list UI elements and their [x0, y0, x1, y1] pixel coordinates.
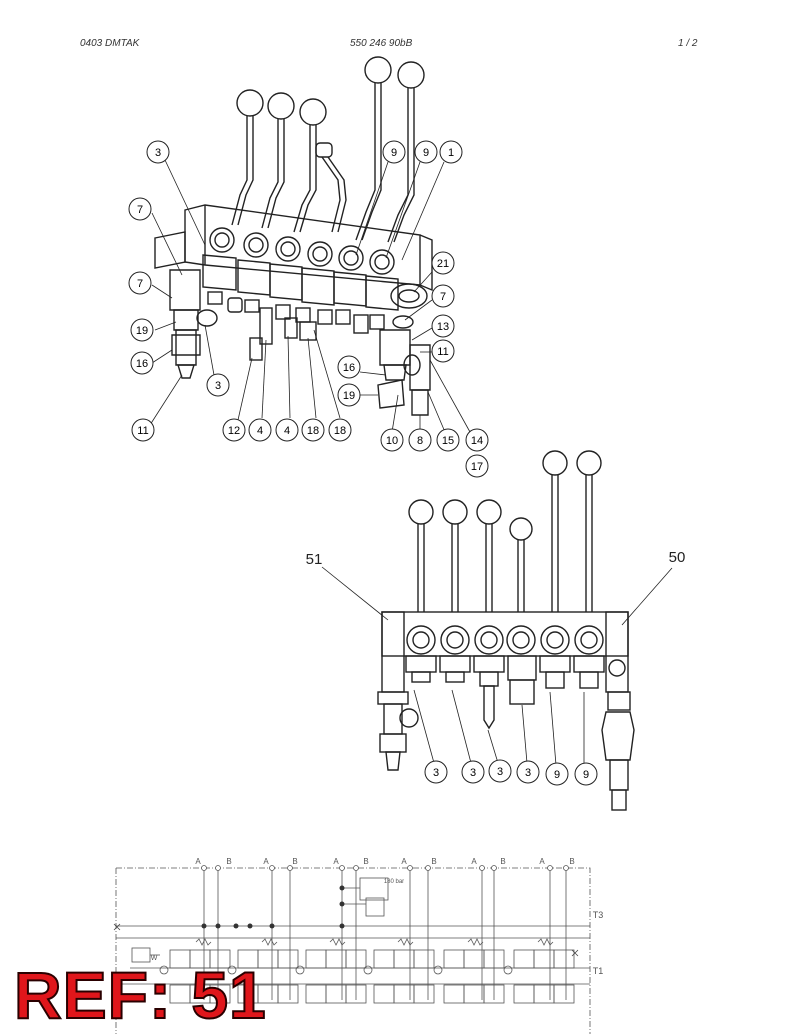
- balloon: 21: [431, 251, 455, 275]
- svg-text:9: 9: [583, 769, 589, 781]
- port-label: A: [263, 857, 269, 866]
- balloon: 9: [414, 140, 438, 164]
- svg-text:3: 3: [433, 767, 439, 779]
- port-label: B: [431, 857, 436, 866]
- balloon: 12: [222, 418, 246, 442]
- balloon: 14: [465, 428, 489, 452]
- top-valve-assembly: [154, 56, 433, 416]
- balloon: 7: [431, 284, 455, 308]
- svg-text:10: 10: [386, 435, 398, 447]
- schematic-junction-dots: [201, 885, 345, 929]
- svg-text:9: 9: [554, 769, 560, 781]
- balloon: 13: [431, 314, 455, 338]
- balloon: 4: [275, 418, 299, 442]
- svg-text:3: 3: [215, 380, 221, 392]
- balloon: 10: [380, 428, 404, 452]
- balloon: 9: [545, 762, 569, 786]
- balloon: 9: [574, 762, 598, 786]
- port-label: B: [226, 857, 231, 866]
- balloon: 16: [130, 351, 154, 375]
- balloon: 16: [337, 355, 361, 379]
- svg-text:19: 19: [136, 325, 148, 337]
- port-label: B: [569, 857, 574, 866]
- balloon: 3: [206, 373, 230, 397]
- port-label: A: [539, 857, 545, 866]
- balloon: 19: [337, 383, 361, 407]
- schematic-labels: A B A B A B A B A B A B 180 bar T3 T1 W: [151, 857, 604, 976]
- line-label-t3: T3: [593, 910, 604, 920]
- svg-text:14: 14: [471, 435, 483, 447]
- balloon: 11: [431, 339, 455, 363]
- svg-text:7: 7: [440, 291, 446, 303]
- svg-text:21: 21: [437, 258, 449, 270]
- svg-text:3: 3: [155, 147, 161, 159]
- balloon: 19: [130, 318, 154, 342]
- port-label: B: [292, 857, 297, 866]
- balloon: 18: [301, 418, 325, 442]
- svg-text:17: 17: [471, 461, 483, 473]
- top-balloons: 3 7 7 19 16 11 3 12 4 4 18 18 9 9 1 21 7…: [128, 140, 489, 478]
- svg-text:9: 9: [423, 147, 429, 159]
- port-label: A: [333, 857, 339, 866]
- balloon: 7: [128, 271, 152, 295]
- port-label: A: [401, 857, 407, 866]
- header-right: 1 / 2: [678, 38, 698, 49]
- svg-text:7: 7: [137, 204, 143, 216]
- svg-text:8: 8: [417, 435, 423, 447]
- svg-text:18: 18: [334, 425, 346, 437]
- balloon: 11: [131, 418, 155, 442]
- top-leader-lines: [149, 159, 471, 433]
- svg-text:7: 7: [137, 278, 143, 290]
- port-label: B: [363, 857, 368, 866]
- balloon: 7: [128, 197, 152, 221]
- middle-callouts: 51 50: [306, 549, 686, 568]
- callout-50: 50: [669, 549, 686, 566]
- callout-51: 51: [306, 551, 323, 568]
- balloon: 9: [382, 140, 406, 164]
- balloon: 4: [248, 418, 272, 442]
- middle-balloons: 3 3 3 3 9 9: [424, 759, 598, 786]
- small-label: W: [151, 955, 158, 962]
- svg-text:16: 16: [136, 358, 148, 370]
- svg-text:3: 3: [470, 767, 476, 779]
- svg-text:1: 1: [448, 147, 454, 159]
- svg-text:16: 16: [343, 362, 355, 374]
- balloon: 15: [436, 428, 460, 452]
- port-label: A: [471, 857, 477, 866]
- svg-text:9: 9: [391, 147, 397, 159]
- balloon: 8: [408, 428, 432, 452]
- svg-text:18: 18: [307, 425, 319, 437]
- balloon: 1: [439, 140, 463, 164]
- pressure-label: 180 bar: [384, 879, 404, 885]
- svg-text:3: 3: [525, 767, 531, 779]
- header-center: 550 246 90bB: [350, 38, 413, 49]
- balloon: 3: [146, 140, 170, 164]
- svg-text:11: 11: [137, 425, 148, 437]
- middle-valve-front-view: [377, 450, 635, 811]
- ref-stamp: REF: 51: [13, 958, 267, 1032]
- port-label: A: [195, 857, 201, 866]
- port-label: B: [500, 857, 505, 866]
- svg-text:12: 12: [228, 425, 240, 437]
- schematic-port-junctions: [201, 865, 569, 871]
- balloon: 3: [488, 759, 512, 783]
- svg-text:13: 13: [437, 321, 449, 333]
- svg-text:11: 11: [437, 346, 448, 358]
- balloon: 3: [516, 760, 540, 784]
- balloon: 18: [328, 418, 352, 442]
- header-left: 0403 DMTAK: [80, 38, 140, 49]
- svg-text:15: 15: [442, 435, 454, 447]
- balloon: 17: [465, 454, 489, 478]
- balloon: 3: [424, 760, 448, 784]
- balloon: 3: [461, 760, 485, 784]
- svg-text:3: 3: [497, 766, 503, 778]
- svg-text:19: 19: [343, 390, 355, 402]
- svg-text:4: 4: [257, 425, 263, 437]
- svg-text:4: 4: [284, 425, 290, 437]
- line-label-t1: T1: [593, 966, 604, 976]
- middle-leader-lines: [321, 566, 673, 766]
